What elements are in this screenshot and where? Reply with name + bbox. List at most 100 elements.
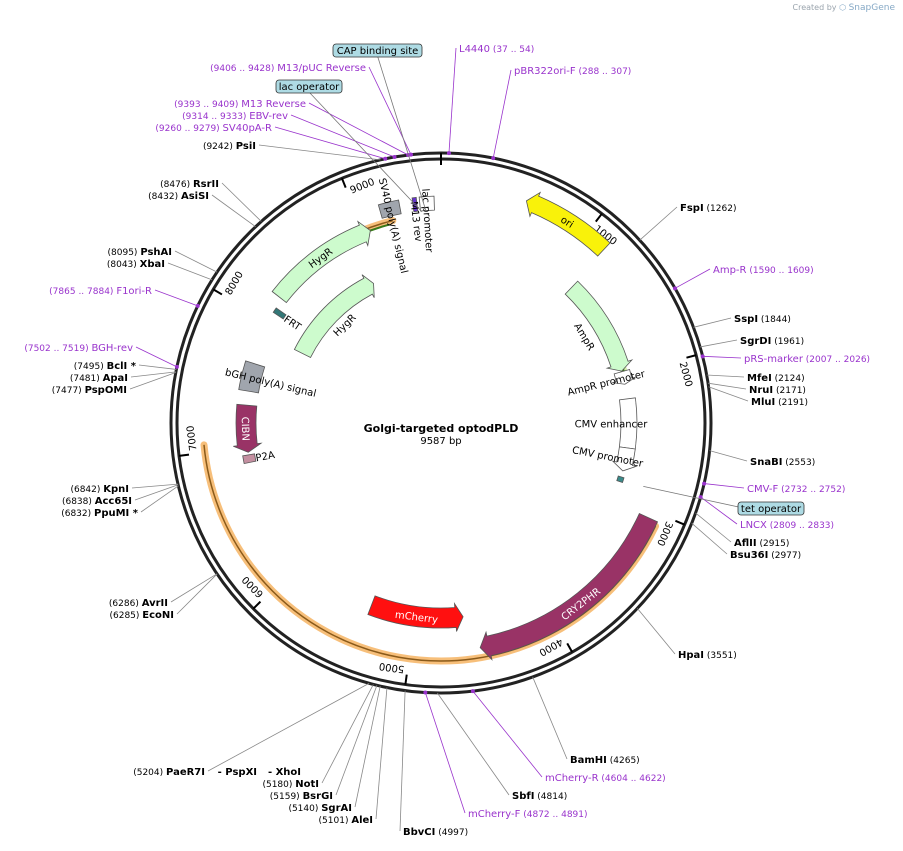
- tick-3000: [675, 519, 686, 526]
- site-bgh-rev-34-leader: [135, 346, 178, 368]
- site--pspxi-24-name: - PspXI: [218, 767, 257, 778]
- feature-frt: [272, 307, 287, 320]
- site-bsu36i-12-label: Bsu36I (2977): [730, 550, 801, 561]
- site-asisi-38-label: (8432) AsiSI: [148, 191, 209, 202]
- site-bcli--33-position: (7495): [74, 362, 107, 372]
- tick-9000: [340, 177, 347, 188]
- site-mcherry-f-17-position: (4872 .. 4891): [520, 810, 587, 820]
- site-psii-40-leader: [258, 144, 381, 161]
- box-cap-binding-site: [332, 43, 423, 58]
- site-mcherry-f-17-label: mCherry-F (4872 .. 4891): [468, 809, 588, 820]
- feature-label-mcherry: mCherry: [394, 610, 438, 626]
- site-aflii-11-label: AflII (2915): [734, 538, 789, 549]
- site-lncx-10-name: LNCX: [740, 520, 767, 531]
- feature-ampr-promoter: [612, 369, 636, 385]
- site-kpni-30-position: (6842): [70, 485, 103, 495]
- site-avrii-26-position: (6286): [109, 599, 142, 609]
- site-bbvci-18-leader: [399, 690, 406, 832]
- site-nrui-6-position: (2171): [773, 386, 806, 396]
- site-f1ori-r-35-name: F1ori-R: [116, 286, 152, 297]
- site-ebv-rev-42-marker: [392, 155, 397, 160]
- site-alei-19-name: AleI: [351, 815, 373, 826]
- feature-hygr: [293, 274, 375, 359]
- feature-strand-line-bottom: [203, 444, 657, 662]
- site-snabi-8-label: SnaBI (2553): [750, 457, 815, 468]
- site-sbfi-16-leader: [437, 692, 510, 796]
- site-lncx-10-marker: [698, 495, 703, 500]
- site-bsrgi-21-name: BsrGI: [303, 791, 333, 802]
- site-psii-40-name: PsiI: [236, 141, 256, 152]
- site-cmv-f-9-label: CMV-F (2732 .. 2752): [747, 484, 845, 495]
- tick-label-5000: 5000: [378, 660, 405, 674]
- site-fspi-0-label: FspI (1262): [680, 203, 736, 214]
- site-sspi-2-position: (1844): [758, 315, 791, 325]
- site-econi-27-name: EcoNI: [142, 610, 174, 621]
- site--xhoi-25-name: - XhoI: [268, 767, 301, 778]
- site-fspi-0-name: FspI: [680, 203, 704, 214]
- site-m13-reverse-43-name: M13 Reverse: [241, 99, 306, 110]
- site-l4440-45-label: L4440 (37 .. 54): [459, 44, 534, 55]
- feature-label-p2a: P2A: [255, 450, 276, 464]
- site-m13-puc-reverse-44-name: M13/pUC Reverse: [277, 63, 366, 74]
- site-nrui-6-leader: [707, 382, 747, 390]
- site-ppumi--28-name: PpuMI *: [94, 508, 139, 519]
- site-bbvci-18-name: BbvCI: [403, 827, 435, 838]
- site-pspomi-31-position: (7477): [52, 386, 85, 396]
- site-bamhi-14-position: (4265): [607, 756, 640, 766]
- site-bsrgi-21-label: (5159) BsrGI: [270, 791, 333, 802]
- site-paer7i-23-label: (5204) PaeR7I: [133, 767, 205, 778]
- site-noti-22-name: NotI: [295, 779, 319, 790]
- site-mcherry-r-15-name: mCherry-R: [545, 773, 599, 784]
- feature-mcherry: [367, 595, 464, 632]
- site-mcherry-r-15-leader: [472, 690, 543, 778]
- site-sspi-2-label: SspI (1844): [734, 314, 791, 325]
- site-m13-reverse-43-leader: [308, 102, 409, 156]
- site-paer7i-23-position: (5204): [133, 768, 166, 778]
- site-pspomi-31-name: PspOMI: [85, 385, 127, 396]
- site-psii-40-label: (9242) PsiI: [203, 141, 256, 152]
- tick-8000: [212, 288, 223, 296]
- site-fspi-0-position: (1262): [704, 204, 737, 214]
- plasmid-name: Golgi-targeted optodPLD: [364, 422, 519, 435]
- site-l4440-45-leader: [448, 47, 457, 154]
- site-sv40pa-r-41-label: (9260 .. 9279) SV40pA-R: [155, 123, 272, 134]
- site-mcherry-r-15-position: (4604 .. 4622): [599, 774, 666, 784]
- site--xhoi-25-label: - XhoI: [268, 767, 301, 778]
- site-sgrai-20-name: SgrAI: [321, 803, 352, 814]
- tick-4000: [566, 642, 574, 653]
- feature-cibn: [233, 403, 263, 453]
- site-mfei-5-position: (2124): [772, 374, 805, 384]
- site-alei-19-leader: [375, 687, 388, 820]
- site-prs-marker-4-position: (2007 .. 2026): [803, 355, 870, 365]
- site-m13-puc-reverse-44-position: (9406 .. 9428): [210, 64, 277, 74]
- site--pspxi-24-label: - PspXI: [218, 767, 257, 778]
- site-bamhi-14-name: BamHI: [570, 755, 607, 766]
- site-rsrii-39-label: (8476) RsrII: [160, 179, 219, 190]
- site-amp-r-1-marker: [673, 286, 678, 291]
- site-apai-32-name: ApaI: [103, 373, 128, 384]
- site-alei-19-position: (5101): [319, 816, 352, 826]
- site-acc65i-29-position: (6838): [62, 497, 95, 507]
- site-mcherry-r-15-label: mCherry-R (4604 .. 4622): [545, 773, 666, 784]
- site-sgrdi-3-leader: [699, 339, 738, 348]
- site-sgrdi-3-label: SgrDI (1961): [740, 336, 804, 347]
- site-rsrii-39-leader: [221, 182, 262, 222]
- box-lac-operator-label: lac operator: [279, 82, 340, 93]
- feature-label-lac-promoter: lac promoter: [419, 188, 434, 253]
- site-ebv-rev-42-label: (9314 .. 9333) EBV-rev: [182, 111, 288, 122]
- box-tet-operator: [737, 501, 805, 516]
- site-bsu36i-12-name: Bsu36I: [730, 550, 768, 561]
- site-mfei-5-leader: [706, 374, 745, 378]
- site-sgrai-20-label: (5140) SgrAI: [288, 803, 352, 814]
- site-m13-reverse-43-position: (9393 .. 9409): [174, 100, 241, 110]
- site-mlui-7-label: MluI (2191): [751, 397, 808, 408]
- site-econi-27-label: (6285) EcoNI: [109, 610, 174, 621]
- site-alei-19-label: (5101) AleI: [319, 815, 373, 826]
- feature-label-m13-rev: M13 rev: [408, 201, 424, 243]
- site-mcherry-f-17-marker: [423, 690, 428, 695]
- site-m13-puc-reverse-44-label: (9406 .. 9428) M13/pUC Reverse: [210, 63, 366, 74]
- site-avrii-26-label: (6286) AvrII: [109, 598, 168, 609]
- site-apai-32-leader: [130, 371, 176, 378]
- site-m13-reverse-43-label: (9393 .. 9409) M13 Reverse: [174, 99, 306, 110]
- feature-tet-operator: [616, 475, 625, 483]
